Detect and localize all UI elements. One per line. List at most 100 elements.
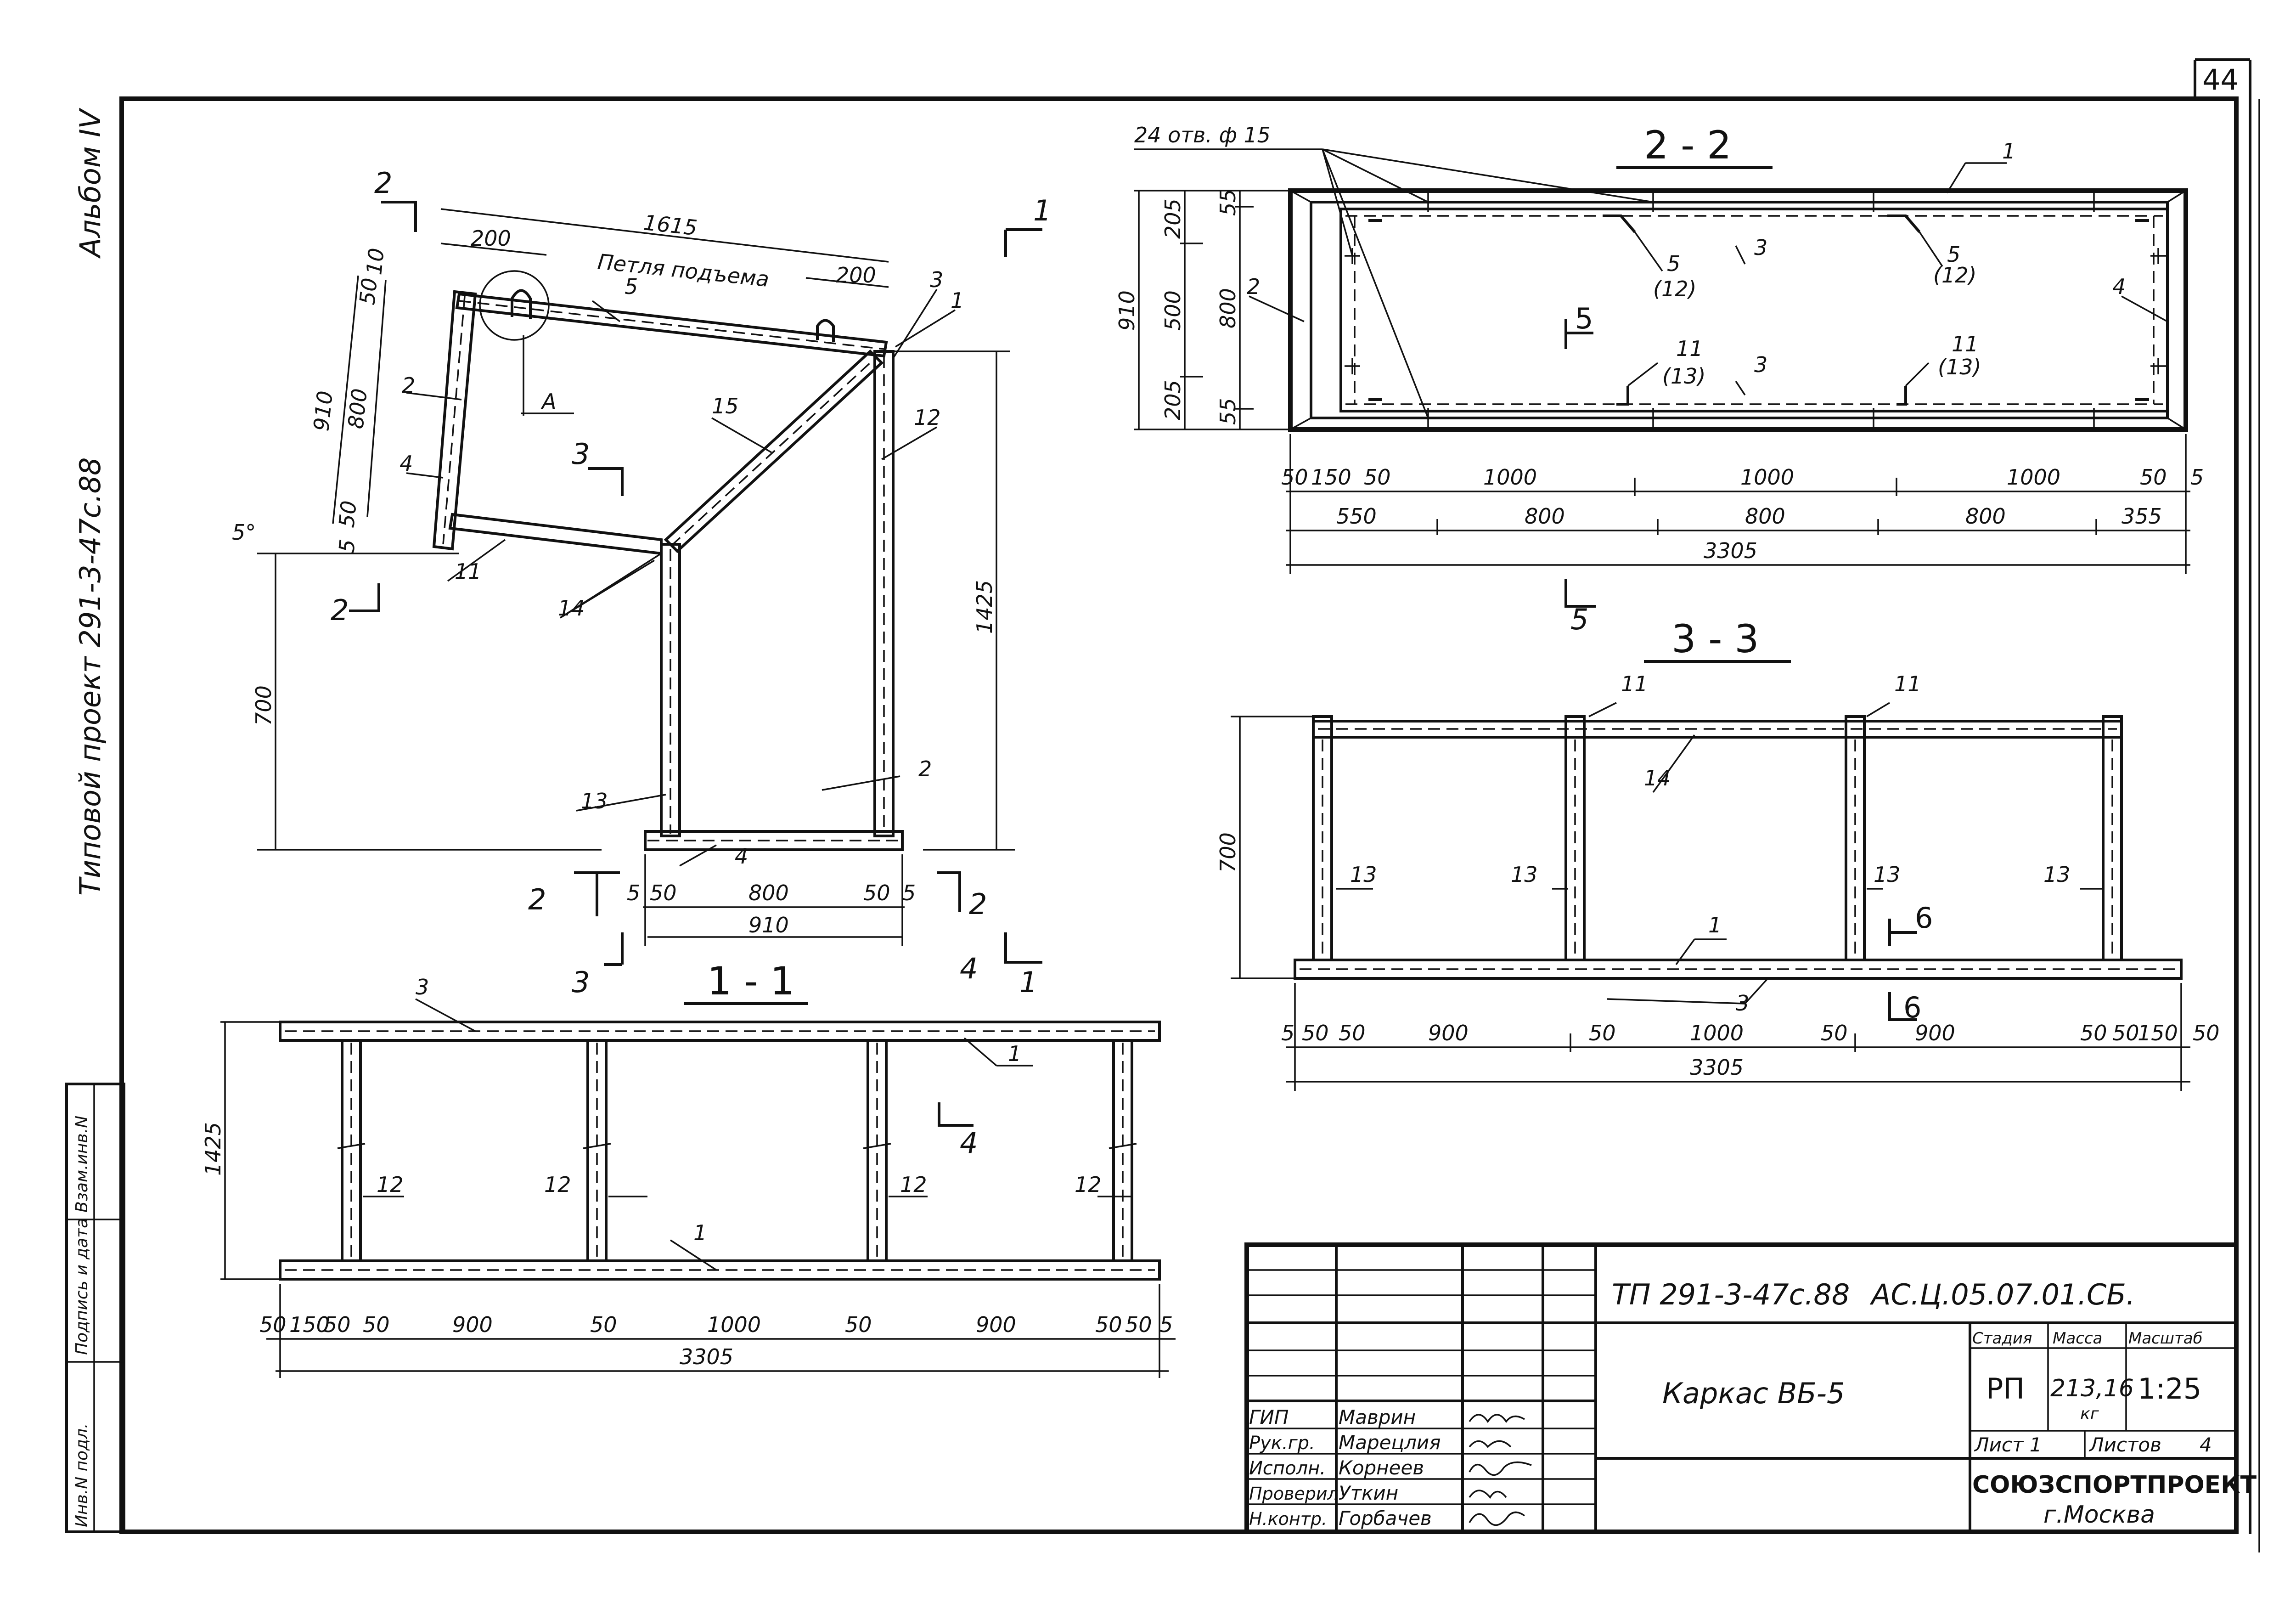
part-label-14-rail: 14 [558,596,585,621]
dim-side-910: 910 [309,389,338,432]
s33-dim-50-f: 50 [2112,1021,2139,1045]
left-stamp-column: Инв.N подл. Подпись и дата Взам.инв.N [65,1083,125,1533]
section-mark-2-base-left: 2 [528,883,546,916]
s33-view-mark-6-top: 6 [1915,901,1933,935]
section-3-3-labels: 700 6 6 11 11 14 13 13 13 13 1 3 5 50 50… [1216,672,2220,1080]
s11-dim-50-e: 50 [845,1312,872,1337]
stamp-signature-date: Подпись и дата [73,1218,91,1355]
s22-dim-50-c: 50 [2140,465,2167,490]
s11-dim-50-a: 50 [259,1312,287,1337]
lift-loop-label: Петля подъема [597,249,771,292]
sig-role-ispoln: Исполн. [1249,1458,1326,1479]
s33-part-1: 1 [1708,913,1722,937]
scale-value: 1:25 [2138,1372,2201,1406]
s22-part-3-top: 3 [1754,235,1767,260]
s33-dim-150: 150 [2138,1021,2178,1045]
section-mark-1-bottom: 1 [1019,965,1037,999]
section-1-1-title: 1 - 1 [707,959,795,1004]
s11-dim-50-g: 50 [1125,1312,1152,1337]
col-mass: Масса [2053,1329,2102,1348]
s33-view-mark-6-bottom: 6 [1903,991,1921,1024]
s33-part-13-c: 13 [1874,862,1901,887]
s22-part-11-left: 11 [1676,336,1703,361]
s22-dim-1000-a: 1000 [1483,465,1537,490]
s33-part-3: 3 [1736,991,1749,1016]
s22-part-5-left: 5 [1667,251,1680,276]
col-scale: Масштаб [2128,1329,2203,1348]
s22-dim-5: 5 [2190,465,2204,490]
sig-name-gip: Маврин [1339,1406,1416,1428]
section-mark-1-top: 1 [1033,194,1051,227]
dim-side-5: 5 [334,538,360,554]
s22-dim-550: 550 [1336,504,1377,529]
doc-code: ТП 291-3-47с.88 [1612,1278,1850,1311]
s22-dim-800: 800 [1216,288,1240,328]
s11-dim-150: 150 [289,1312,330,1337]
dim-side-1425: 1425 [972,580,997,634]
dim-base-5-left: 5 [627,881,640,905]
s11-dim-900-b: 900 [976,1312,1016,1337]
sig-role-proveril: Проверил [1249,1484,1339,1504]
s22-part-12-right: (12) [1933,263,1976,288]
s11-part-12-c: 12 [900,1172,927,1197]
side-view-section-marks: 2 2 1 1 3 3 2 2 4 4 [331,166,1051,1160]
drawing-name: Каркас ВБ-5 [1662,1377,1845,1410]
sig-role-nkontr: Н.контр. [1249,1509,1327,1529]
s11-dim-900-a: 900 [452,1312,493,1337]
s33-part-13-a: 13 [1350,862,1377,887]
s22-dim-1000-c: 1000 [2007,465,2060,490]
part-label-12-post: 12 [914,405,941,430]
s11-dim-50-d: 50 [590,1312,617,1337]
s22-part-4: 4 [2112,274,2126,299]
section-mark-2-top: 2 [374,166,392,200]
s22-part-1: 1 [2002,139,2015,164]
col-stage: Стадия [1972,1329,2032,1348]
sheet-frame [119,58,2260,1552]
sheets-count: 4 [2200,1434,2212,1456]
section-mark-4-mid: 4 [960,1126,978,1160]
s33-dim-3305: 3305 [1690,1055,1744,1080]
detail-a-label: A [540,389,556,414]
title-block [1244,1242,2239,1534]
section-2-2-geometry: 2 - 2 [1134,123,2190,608]
section-mark-2-bottom: 2 [331,593,349,627]
s11-dim-3305: 3305 [680,1344,733,1369]
s22-dim-205-top: 205 [1160,198,1185,239]
section-mark-3-mid: 3 [572,437,590,471]
section-3-3-title: 3 - 3 [1671,616,1759,661]
hole-markers [1345,192,2166,428]
part-label-4-post: 4 [400,451,413,476]
view-mark-5-bottom: 5 [1570,603,1588,636]
part-label-2-post: 2 [402,373,415,398]
s22-part-5-right: 5 [1947,242,1960,267]
s22-part-12-left: (12) [1653,277,1696,301]
part-label-3-top: 3 [930,267,943,292]
s33-dim-900-b: 900 [1915,1021,1955,1045]
dim-side-700: 700 [251,685,276,726]
part-label-11-rail: 11 [455,559,482,584]
side-view-part-labels: 2 4 5 3 1 15 12 11 14 13 2 4 [400,267,964,869]
s33-part-11-left: 11 [1621,672,1648,696]
dim-base-50-right: 50 [863,881,890,905]
dim-side-50-top: 50 [355,277,382,306]
sig-role-gip: ГИП [1249,1406,1289,1428]
dim-side-1615: 1615 [642,210,698,240]
dim-side-10: 10 [361,247,389,276]
dim-base-910: 910 [748,913,789,937]
section-mark-2-base-right: 2 [969,887,987,921]
section-2-2-labels: 24 отв. ф 15 5 5 910 205 500 205 55 800 … [1114,123,2204,636]
holes-note: 24 отв. ф 15 [1134,123,1271,147]
s22-dim-500: 500 [1160,290,1185,331]
s22-dim-800-c: 800 [1965,504,2006,529]
sheets-label: Листов [2088,1434,2161,1456]
s22-part-13-left: (13) [1662,364,1705,389]
s11-dim-1000: 1000 [707,1312,761,1337]
s22-part-3-bottom: 3 [1754,352,1767,377]
s11-dim-50-b: 50 [324,1312,351,1337]
s33-dim-50-e: 50 [2080,1021,2107,1045]
s22-dim-910: 910 [1114,290,1139,331]
dim-base-50-left: 50 [650,881,677,905]
stage-value: РП [1986,1372,2025,1406]
side-annotations: Альбом IV Типовой проект 291-3-47с.88 [73,107,107,896]
side-view-dims: 1615 200 200 10 50 910 800 50 5 700 1425… [251,210,997,937]
